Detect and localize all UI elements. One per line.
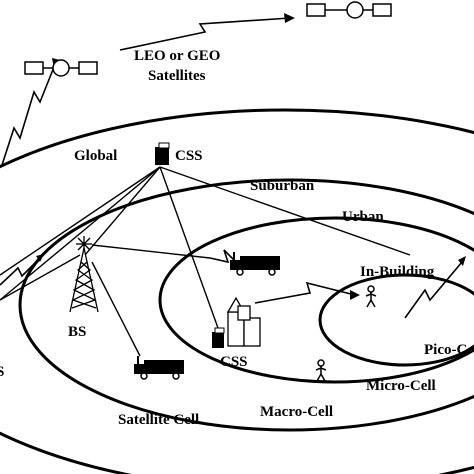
micro-cell-label: Micro-Cell [366,378,436,394]
truck-cab [134,364,146,374]
solar-panel [24,61,44,75]
lightning-link-icon [1,61,57,166]
wireless-links [0,17,463,319]
truck-icon [134,356,184,380]
css-bottom-label: CSS [220,354,248,370]
person-legs [366,298,376,308]
tower-antenna [77,237,91,251]
macro-cell-boundary [18,178,474,432]
left-edge-fragment-label: S [0,364,4,380]
person-arms [365,293,377,297]
link-css-left-1 [0,166,161,276]
solar-panel [78,61,98,75]
satellite-cell-boundary [0,108,474,474]
link-bs-to-truck-bottom [91,261,141,357]
truck-cargo [240,256,280,270]
switch-top [158,142,170,149]
person-arms [315,367,327,371]
building [237,305,251,321]
link-css-to-bs [84,166,161,256]
lightning-link-icon [209,249,237,264]
solar-panel [372,3,392,17]
link-bs-left [0,254,81,301]
micro-cell-boundary [158,216,474,384]
arrow-head [350,290,360,300]
truck-cargo [144,360,184,374]
switch-top [214,327,225,334]
css-top-label: CSS [175,148,203,164]
cell-boundaries [0,108,474,474]
building [243,317,261,347]
lightning-link-icon [119,17,291,51]
in-building-label: In-Building [360,264,435,280]
switch-body [155,147,169,165]
truck-wheel [140,372,148,380]
person-legs [316,372,326,382]
pico-cell-label: Pico-C [424,342,467,358]
truck-wheel [268,268,276,276]
buildings-icon [226,296,261,347]
suburban-label: Suburban [250,178,315,194]
base-station-tower-icon [69,236,99,313]
person-head [367,285,375,293]
urban-label: Urban [342,209,384,225]
link-css-to-css [159,166,219,329]
person-icon [315,359,327,382]
satellite-icon [24,59,98,77]
lightning-link-icon [404,261,463,319]
truck-wheel [236,268,244,276]
lightning-link-icon [0,257,41,286]
macro-cell-label: Macro-Cell [260,404,333,420]
solar-panel [306,3,326,17]
person-icon [365,285,377,308]
network-links [0,166,411,357]
satellites-label-line1: LEO or GEO [134,48,220,64]
link-css-left-2 [0,166,161,301]
satellite-body [346,1,364,19]
link-bs-to-truck-top [91,244,211,259]
link-css-to-inbuilding [159,166,411,256]
person-head [317,359,325,367]
satellite-icon [306,1,392,19]
arrow-head [458,256,466,266]
css-switch-icon [212,327,225,348]
pico-cell-boundary [318,273,474,367]
css-switch-icon [155,142,170,165]
switch-body [212,332,224,348]
arrow-head [36,254,44,262]
arrow-head [284,13,295,23]
global-label: Global [74,148,117,164]
satellite-body [52,59,70,77]
truck-cab [230,260,242,270]
truck-icon [230,252,280,276]
tower-lattice [71,261,97,309]
tower-lattice [71,261,97,309]
bs-label: BS [68,324,86,340]
truck-wheel [172,372,180,380]
satellite-cell-label: Satellite Cell [118,412,199,428]
satellites-label-line2: Satellites [148,68,206,84]
lightning-link-icon [254,281,356,304]
